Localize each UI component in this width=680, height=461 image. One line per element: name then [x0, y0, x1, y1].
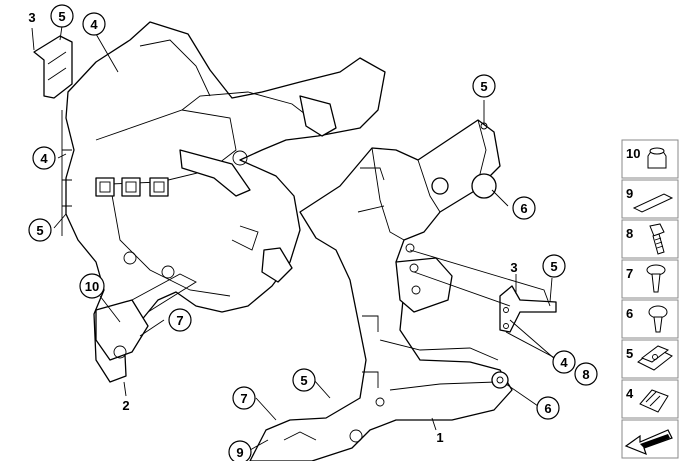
legend-item-6: 6 [621, 299, 679, 339]
callout-5-right-top: 5 [472, 74, 496, 98]
svg-text:8: 8 [582, 367, 589, 382]
callout-6-bottom: 6 [536, 396, 560, 420]
svg-text:6: 6 [544, 401, 551, 416]
svg-text:9: 9 [236, 445, 243, 460]
small-bracket-top-left [33, 35, 73, 99]
callout-5-bottom: 5 [292, 368, 316, 392]
svg-text:5: 5 [626, 346, 633, 361]
callout-10: 10 [79, 273, 105, 299]
svg-text:5: 5 [58, 9, 65, 24]
svg-text:10: 10 [626, 146, 640, 161]
svg-text:4: 4 [90, 17, 98, 32]
svg-text:6: 6 [626, 306, 633, 321]
svg-text:5: 5 [36, 223, 43, 238]
svg-text:4: 4 [40, 151, 48, 166]
callout-8: 8 [574, 362, 598, 386]
part-label-1: 1 [436, 430, 443, 445]
part-label-2: 2 [122, 398, 129, 413]
legend: 10 9 8 7 6 [621, 139, 679, 459]
part-label-3-top: 3 [28, 10, 35, 25]
legend-item-4: 4 [621, 379, 679, 419]
svg-text:9: 9 [626, 186, 633, 201]
svg-text:7: 7 [626, 266, 633, 281]
callout-6-right: 6 [512, 196, 536, 220]
legend-item-7: 7 [621, 259, 679, 299]
callout-5-top: 5 [50, 4, 74, 28]
svg-text:5: 5 [550, 259, 557, 274]
svg-text:10: 10 [85, 279, 99, 294]
callout-5-bracket: 5 [542, 254, 566, 278]
left-bracket-assembly [61, 21, 386, 383]
callout-4-bracket: 4 [552, 350, 576, 374]
legend-item-10: 10 [621, 139, 679, 179]
svg-text:7: 7 [176, 313, 183, 328]
svg-text:4: 4 [560, 355, 568, 370]
callout-4-top: 4 [82, 12, 106, 36]
legend-item-5: 5 [621, 339, 679, 379]
svg-text:7: 7 [240, 391, 247, 406]
callout-7-bottom: 7 [232, 386, 256, 410]
legend-item-8: 8 [621, 219, 679, 259]
legend-arrow-box [621, 419, 679, 459]
callout-5-left: 5 [28, 218, 52, 242]
svg-text:6: 6 [520, 201, 527, 216]
svg-text:5: 5 [480, 79, 487, 94]
svg-text:4: 4 [626, 386, 634, 401]
main-frame-part-1 [249, 119, 513, 461]
callout-7-left: 7 [168, 308, 192, 332]
callout-9: 9 [228, 440, 252, 461]
small-bracket-right [499, 285, 557, 333]
legend-item-9: 9 [621, 179, 679, 219]
callout-4-left: 4 [32, 146, 56, 170]
svg-text:5: 5 [300, 373, 307, 388]
svg-text:8: 8 [626, 226, 633, 241]
part-label-3-right: 3 [510, 260, 517, 275]
